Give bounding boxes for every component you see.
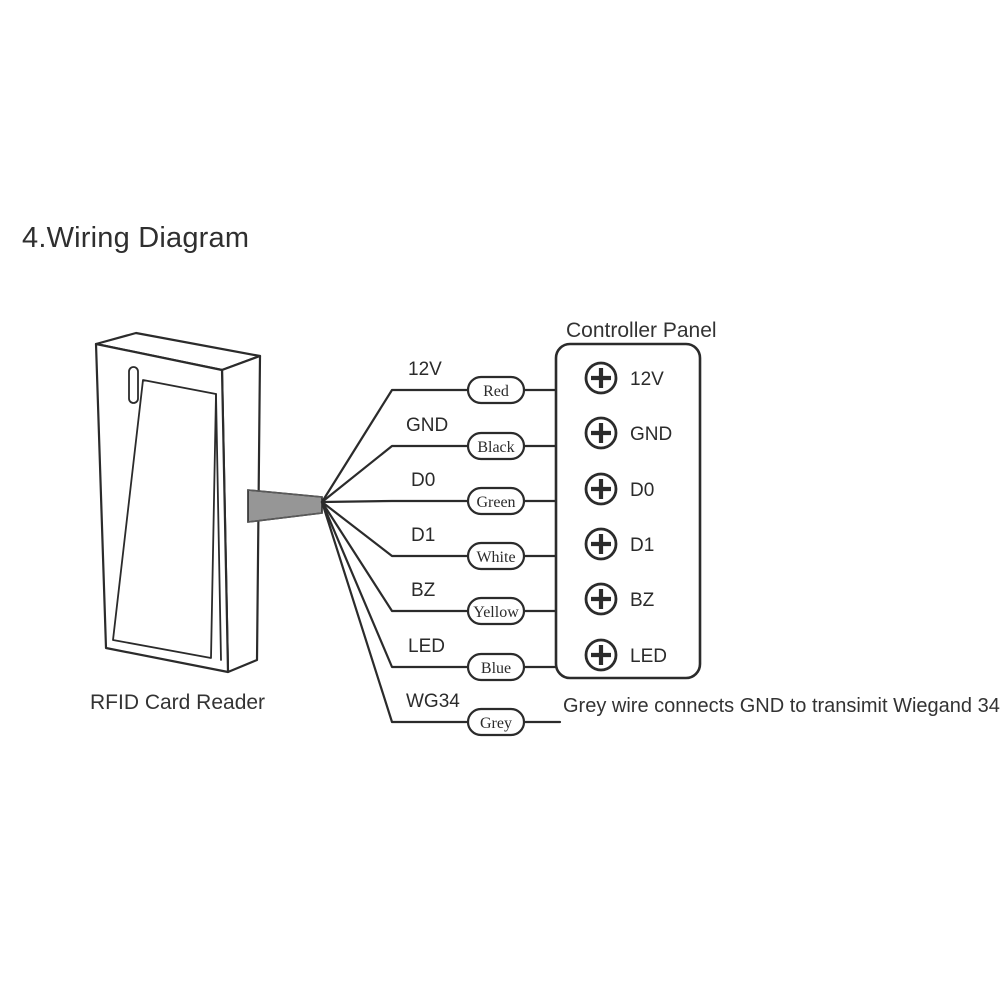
cable-top-edge (247, 489, 323, 498)
panel-terminal-label-d1: D1 (630, 535, 654, 556)
wire-row-gnd: GND Black (320, 415, 558, 504)
page-title: 4.Wiring Diagram (22, 222, 250, 254)
wire-path-wg34 (320, 500, 470, 724)
panel-terminal-label-12v: 12V (630, 369, 664, 390)
wire-color-pill-d0 (466, 486, 526, 516)
signal-label-d1: D1 (411, 525, 435, 546)
panel-terminal-led[interactable]: LED (584, 638, 667, 672)
wire-color-pill-gnd (466, 431, 526, 461)
wire-color-pill-bz (466, 596, 526, 626)
panel-terminal-12v[interactable]: 12V (584, 361, 664, 395)
panel-terminal-label-d0: D0 (630, 480, 654, 501)
wire-color-label-d1: White (476, 549, 515, 566)
wire-color-pill-led (466, 652, 526, 682)
panel-terminal-label-gnd: GND (630, 424, 672, 445)
screw-terminal-plus-glyph (591, 589, 611, 609)
reader-cable (247, 489, 323, 523)
screw-terminal-plus-glyph (591, 479, 611, 499)
screw-terminal-plus-glyph (591, 645, 611, 665)
wire-color-label-led: Blue (481, 660, 511, 677)
wiegand-note-text: Grey wire connects GND to transimit Wieg… (563, 695, 1000, 717)
signal-label-bz: BZ (411, 580, 436, 601)
wire-color-label-gnd: Black (477, 439, 514, 456)
signal-label-12v: 12V (408, 359, 442, 380)
panel-terminal-gnd[interactable]: GND (584, 416, 672, 450)
reader-bezel-seam (215, 393, 222, 661)
wire-path-12v (320, 388, 470, 504)
wire-row-bz: BZ Yellow (320, 500, 558, 626)
wire-path-led (320, 500, 470, 669)
screw-terminal-plus-glyph (591, 423, 611, 443)
panel-terminal-label-led: LED (630, 646, 667, 667)
wire-row-led: LED Blue (320, 500, 558, 682)
wire-path-bz (320, 500, 470, 613)
panel-terminal-d0[interactable]: D0 (584, 472, 654, 506)
wire-row-12v: 12V Red (320, 359, 558, 504)
wire-path-gnd (320, 444, 470, 504)
led-indicator-slot (128, 366, 139, 404)
wire-row-d1: D1 White (320, 500, 558, 571)
wire-color-label-12v: Red (483, 383, 509, 400)
reader-front-face (94, 342, 230, 674)
cable-bottom-edge (247, 512, 323, 523)
wire-color-label-bz: Yellow (473, 604, 519, 621)
signal-label-led: LED (408, 636, 445, 657)
signal-label-gnd: GND (406, 415, 448, 436)
panel-terminal-label-bz: BZ (630, 590, 655, 611)
wire-path-d1 (320, 500, 470, 558)
panel-terminal-bz[interactable]: BZ (584, 582, 655, 616)
wire-color-label-wg34: Grey (480, 715, 512, 732)
wire-path-d0 (320, 499, 470, 504)
rfid-card-reader-caption: RFID Card Reader (90, 691, 265, 714)
reader-front-bezel (112, 379, 217, 659)
panel-terminal-d1[interactable]: D1 (584, 527, 654, 561)
controller-panel-title: Controller Panel (566, 319, 717, 342)
wire-color-pill-12v (466, 375, 526, 405)
wire-color-label-d0: Green (476, 494, 515, 511)
rfid-card-reader-illustration (94, 331, 262, 674)
wire-row-d0: D0 Green (320, 470, 558, 516)
controller-panel-box (554, 342, 702, 680)
wire-row-wg34: WG34 Grey (320, 500, 562, 737)
wire-color-pill-d1 (466, 541, 526, 571)
signal-label-wg34: WG34 (406, 691, 460, 712)
screw-terminal-plus-glyph (591, 534, 611, 554)
wire-color-pill-wg34 (466, 707, 526, 737)
screw-terminal-plus-glyph (591, 368, 611, 388)
signal-label-d0: D0 (411, 470, 435, 491)
